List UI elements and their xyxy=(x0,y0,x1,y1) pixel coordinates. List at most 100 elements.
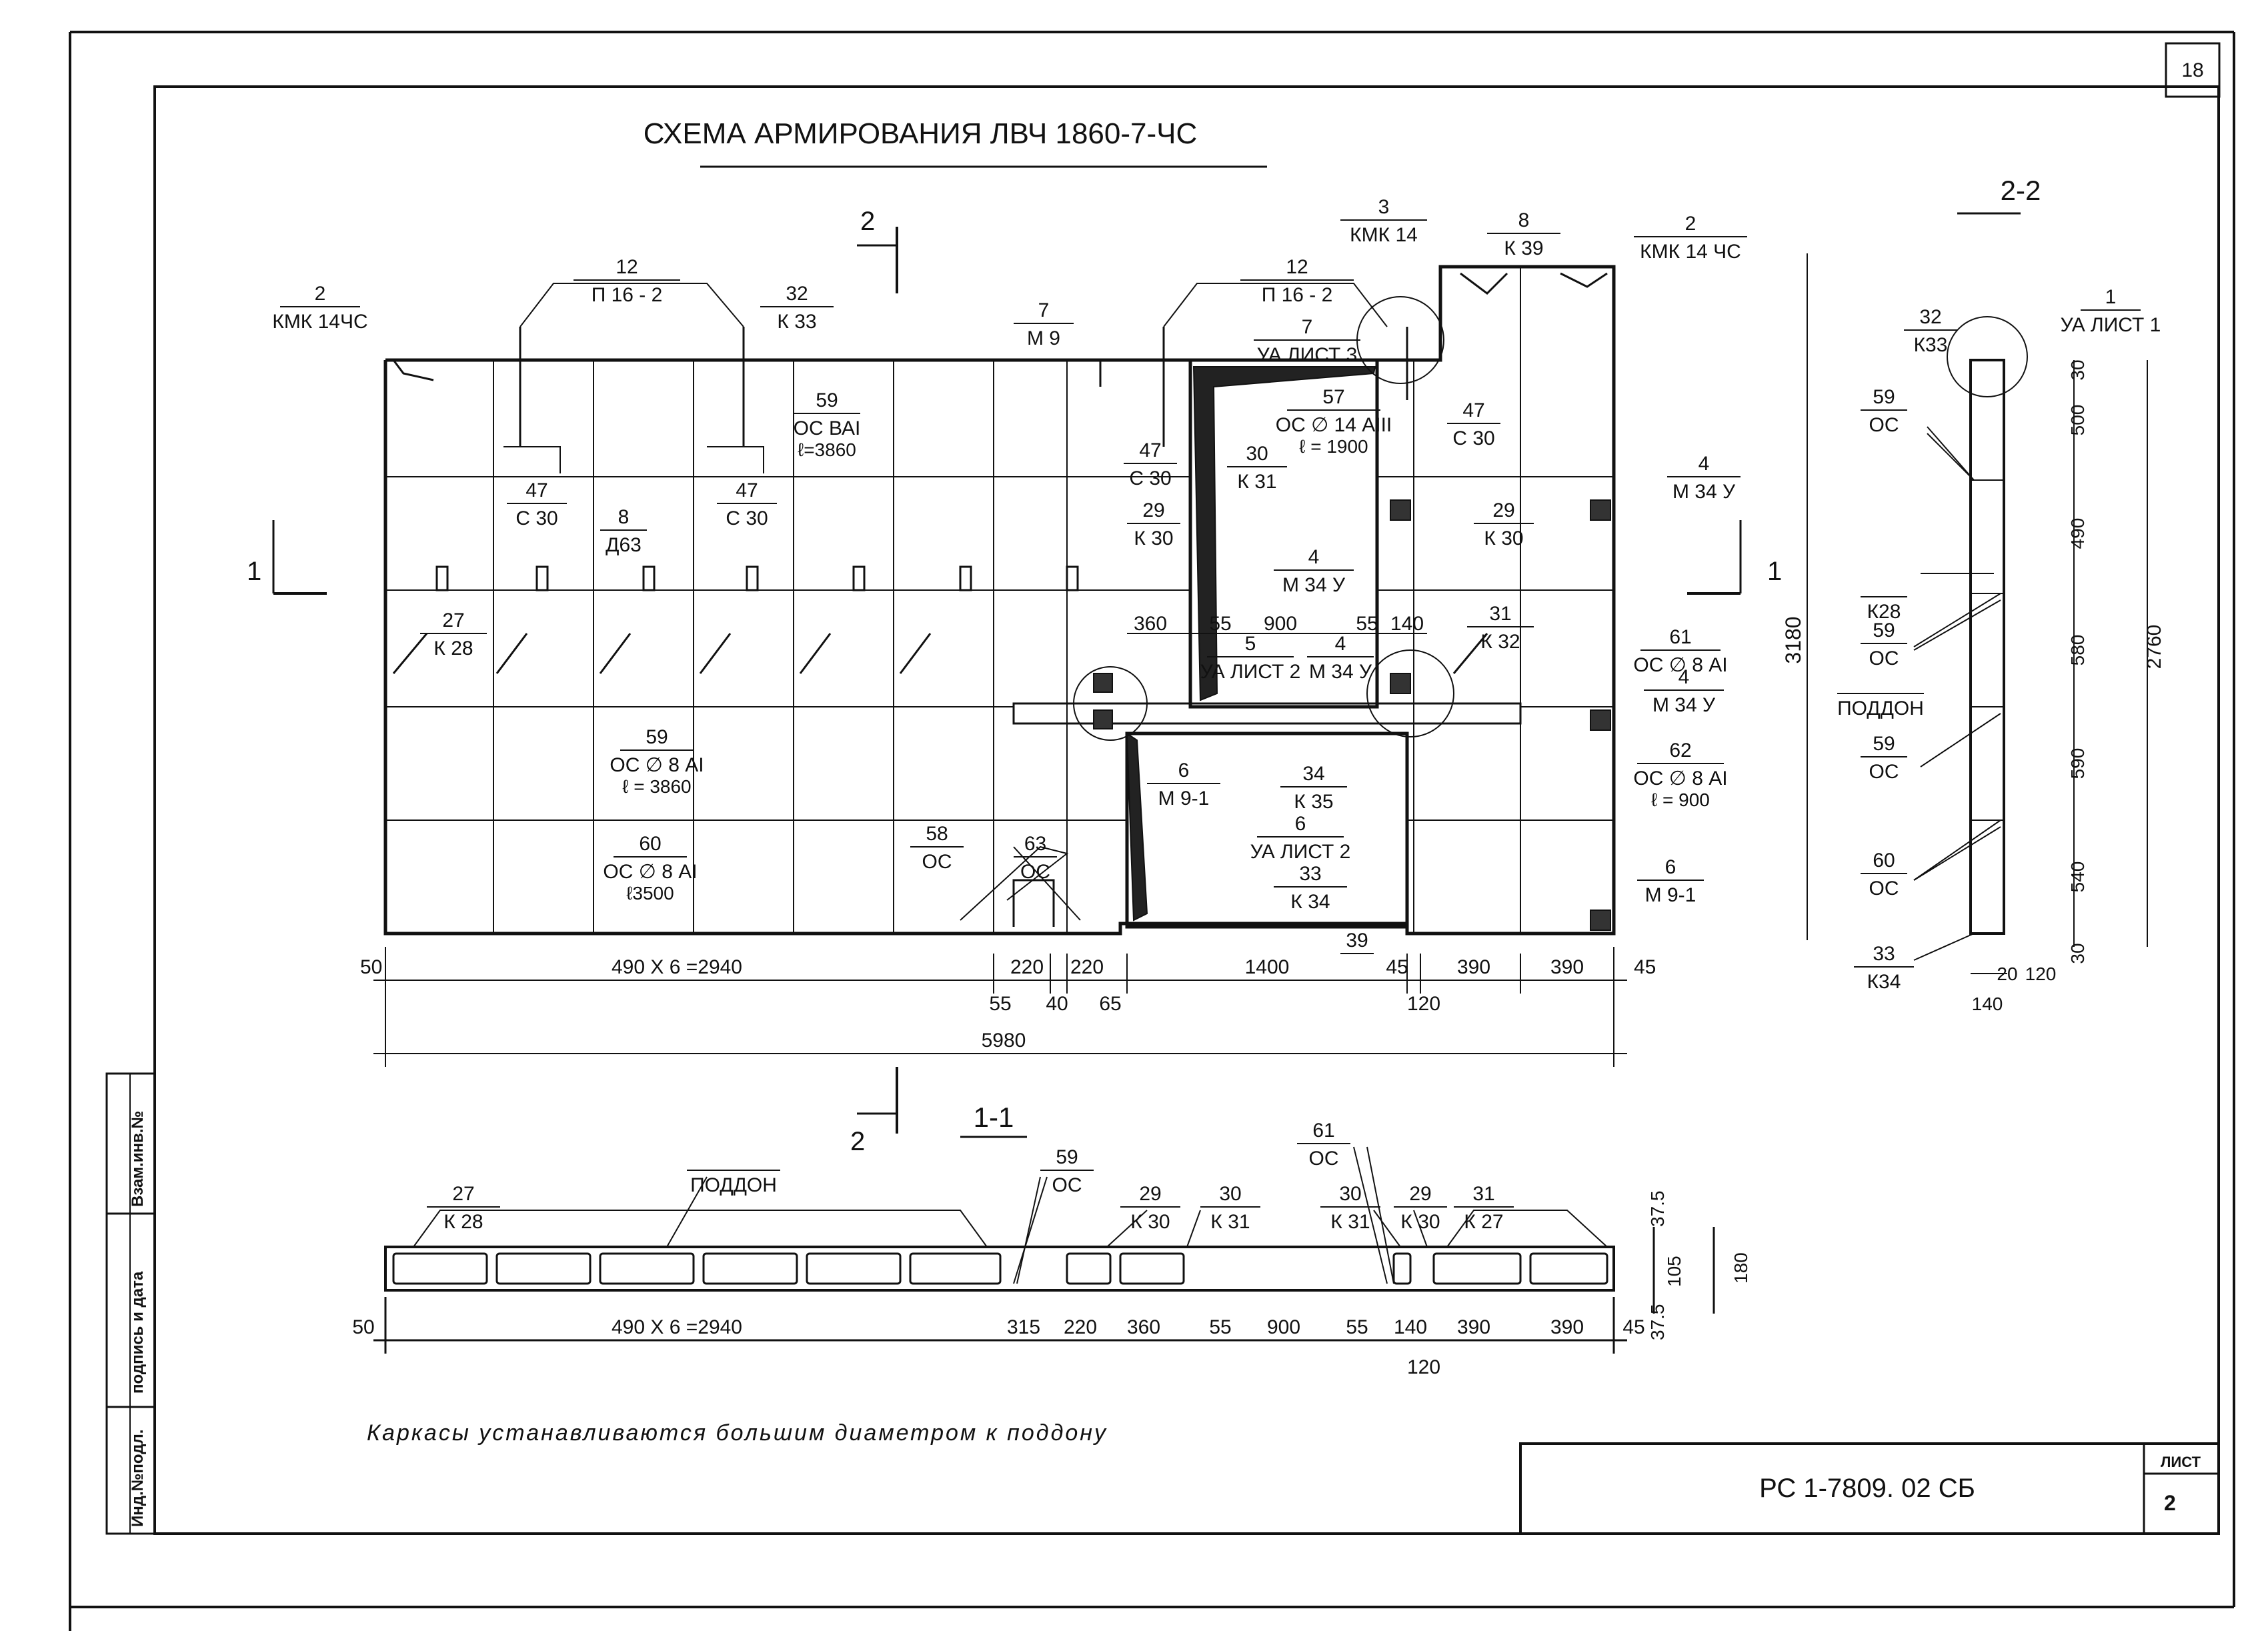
stirrups-row xyxy=(435,565,1079,591)
callout-c34-num: 34 xyxy=(1302,763,1324,785)
door-opening-bottom xyxy=(1125,731,1409,929)
callout-c62-extra: ℓ = 900 xyxy=(1651,789,1710,810)
callout-c57-num: 57 xyxy=(1322,386,1344,408)
callout-c32a: 32К 33 xyxy=(760,283,834,333)
callout-c29b-mark: К 30 xyxy=(1484,527,1523,549)
callout-c6a: 6М 9-1 xyxy=(1147,759,1220,809)
s11-dim-4: 360 xyxy=(1127,1316,1160,1338)
callout-c4d-mark: М 34 У xyxy=(1652,694,1716,716)
stamp-inv-podl: Инд.№подл. xyxy=(129,1430,147,1527)
callout-c63-mark: ОС xyxy=(1020,861,1050,883)
section-2-2: 2-2 1УА ЛИСТ 132К3359ОСК2859ОСПОДДОН59ОС… xyxy=(1837,175,2165,1014)
sheet-number-corner: 18 xyxy=(2165,42,2221,98)
callout-c62-mark: ОС ∅ 8 АI xyxy=(1633,767,1727,789)
callout-c39: 39 xyxy=(1340,930,1374,954)
callout-c34: 34 К 35 xyxy=(1280,763,1347,813)
s22-vdim-2: 490 xyxy=(2067,518,2088,549)
s22-callout-7-mark: ОС xyxy=(1869,878,1899,900)
s11-dim-9: 390 xyxy=(1457,1316,1490,1338)
s22-vdim-4: 590 xyxy=(2067,748,2088,779)
callout-c47a-mark: С 30 xyxy=(515,507,557,529)
callout-c5: 5УА ЛИСТ 2 xyxy=(1200,633,1301,683)
callout-c5-num: 5 xyxy=(1245,633,1256,655)
dim-55-door-a: 55 xyxy=(1209,613,1231,635)
callout-c6b-num: 6 xyxy=(1295,813,1306,835)
sheet-corner-number: 18 xyxy=(2181,59,2203,81)
s11-callout-5-num: 61 xyxy=(1312,1120,1334,1142)
dim-45a: 45 xyxy=(1386,956,1408,978)
callout-c8: 8К 39 xyxy=(1487,209,1560,259)
s22-dim-20: 20 xyxy=(1997,964,2017,984)
callout-c3-mark: КМК 14 xyxy=(1350,224,1418,246)
callout-c59a-extra: ℓ=3860 xyxy=(798,439,856,460)
callout-c7a: 7М 9 xyxy=(1014,299,1074,349)
callout-c33a-mark: К 34 xyxy=(1290,891,1330,913)
callout-c47a-num: 47 xyxy=(525,479,547,501)
s11-dim-37-5-bottom: 37.5 xyxy=(1647,1304,1668,1341)
callout-c60a-num: 60 xyxy=(639,833,661,855)
s22-callout-0-num: 1 xyxy=(2105,286,2117,308)
callout-c4a-mark: М 34 У xyxy=(1282,574,1346,596)
callout-c4b-num: 4 xyxy=(1698,453,1710,475)
dim-50: 50 xyxy=(360,956,382,978)
section-marker-1-left: 1 xyxy=(247,520,327,595)
callout-c7b-num: 7 xyxy=(1302,316,1313,338)
s22-callout-0: 1УА ЛИСТ 1 xyxy=(2061,286,2161,336)
s22-callout-6-num: 59 xyxy=(1873,733,1895,755)
callout-c12a: 12П 16 - 2 xyxy=(574,256,680,306)
s11-callout-2-mark: ОС xyxy=(1052,1174,1082,1196)
s11-callout-6-mark: К 31 xyxy=(1330,1211,1370,1233)
callout-c2b-num: 2 xyxy=(1685,213,1696,235)
sheet-number: 2 xyxy=(2164,1491,2176,1515)
s11-callout-7-mark: К 30 xyxy=(1400,1211,1440,1233)
sheet-frame xyxy=(69,31,2235,1631)
s11-dim-105: 105 xyxy=(1664,1256,1684,1287)
callout-c4a: 4 М 34 У xyxy=(1274,546,1354,596)
callout-c3-num: 3 xyxy=(1378,196,1390,218)
s22-callout-5-mark: ПОДДОН xyxy=(1837,697,1924,719)
s11-callout-2-num: 59 xyxy=(1056,1146,1078,1168)
callout-c34-mark: К 35 xyxy=(1294,791,1333,813)
callout-c4a-num: 4 xyxy=(1308,546,1320,568)
dim-490x6: 490 Х 6 =2940 xyxy=(612,956,742,978)
callout-c8b-mark: Д63 xyxy=(606,534,642,556)
dim-55: 55 xyxy=(989,993,1011,1015)
s11-dim-10: 390 xyxy=(1550,1316,1584,1338)
s11-callout-5-mark: ОС xyxy=(1309,1148,1339,1170)
callout-c8-mark: К 39 xyxy=(1504,237,1543,259)
callout-c4b: 4 М 34 У xyxy=(1667,453,1741,503)
dim-total-5980: 5980 xyxy=(982,1030,1026,1052)
elevation-dimensions: 50 490 Х 6 =2940 220 220 1400 45 390 390… xyxy=(360,253,1808,1067)
callout-c4c-mark: М 34 У xyxy=(1309,661,1372,683)
dim-40: 40 xyxy=(1046,993,1068,1015)
callout-c29a-num: 29 xyxy=(1142,499,1164,521)
callout-c29a: 29К 30 xyxy=(1127,499,1180,549)
dim-140: 140 xyxy=(1390,613,1424,635)
s22-callout-4-num: 59 xyxy=(1873,619,1895,641)
s11-dim-11: 45 xyxy=(1622,1316,1644,1338)
s11-dim-37-5-top: 37.5 xyxy=(1647,1191,1668,1228)
callout-c30a: 30К 31 xyxy=(1227,443,1287,493)
callout-c62-num: 62 xyxy=(1669,739,1691,761)
s11-callout-3: 29К 30 xyxy=(1120,1183,1180,1233)
s11-dim-1: 490 Х 6 =2940 xyxy=(612,1316,742,1338)
s11-dim-8: 140 xyxy=(1394,1316,1427,1338)
callout-c6b: 6УА ЛИСТ 2 xyxy=(1250,813,1351,863)
elevation-panel xyxy=(383,265,1616,936)
callout-c33a: 33К 34 xyxy=(1274,863,1347,913)
s22-vdim-1: 500 xyxy=(2067,405,2088,436)
callout-c39-num: 39 xyxy=(1346,930,1368,952)
s11-dim-120: 120 xyxy=(1407,1356,1440,1378)
s22-callout-3: К28 xyxy=(1861,596,1907,623)
callout-c4b-mark: М 34 У xyxy=(1672,481,1736,503)
s11-callout-1: ПОДДОН xyxy=(687,1170,780,1196)
